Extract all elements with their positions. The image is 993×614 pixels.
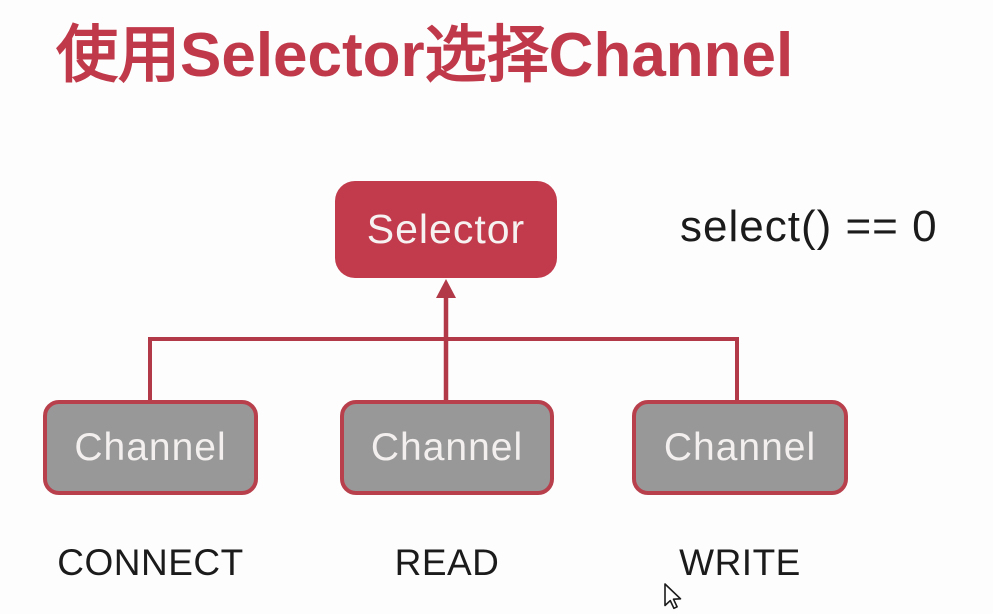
- selector-node: Selector: [335, 181, 557, 278]
- channel-node-read: Channel: [340, 400, 554, 495]
- operation-label-write: WRITE: [679, 542, 801, 583]
- selector-node-label: Selector: [366, 206, 526, 252]
- channel-node-label: Channel: [370, 425, 524, 469]
- slide-title: 使用Selector选择Channel: [56, 21, 794, 90]
- mouse-cursor-icon: [664, 583, 682, 610]
- operation-label-read: READ: [394, 542, 500, 583]
- arrow-up-icon: [436, 279, 456, 298]
- channel-node-write: Channel: [632, 400, 848, 495]
- operation-label-connect: CONNECT: [57, 542, 244, 583]
- select-return-annotation: select() == 0: [680, 202, 938, 251]
- channel-node-label: Channel: [74, 425, 227, 469]
- channel-node-label: Channel: [663, 425, 817, 469]
- channel-node-connect: Channel: [43, 400, 258, 495]
